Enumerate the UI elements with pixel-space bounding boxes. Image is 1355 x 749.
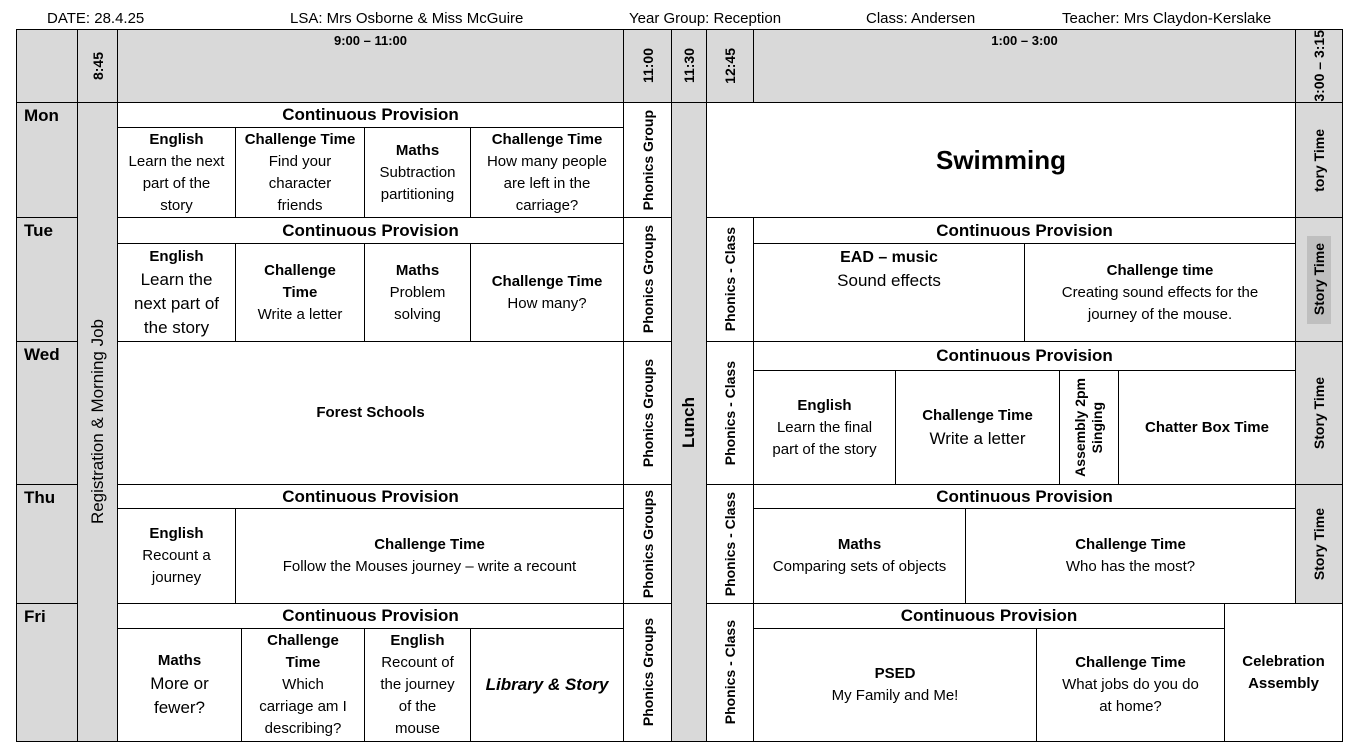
time-morning: 9:00 – 11:00 (117, 29, 624, 103)
day-thu: Thu (16, 484, 78, 604)
wed-english: English Learn the final part of the stor… (753, 370, 896, 485)
fri-challenge-1: Challenge Time Which carriage am I descr… (241, 628, 365, 742)
wed-phonics-groups: Phonics Groups (623, 341, 672, 485)
header-date: DATE: 28.4.25 (47, 10, 145, 27)
fri-phonics-class: Phonics - Class (706, 603, 754, 742)
time-1245: 12:45 (706, 29, 754, 103)
time-1100: 11:00 (623, 29, 672, 103)
mon-story-time: tory Time (1295, 102, 1343, 218)
thu-challenge-2: Challenge Time Who has the most? (965, 508, 1296, 604)
mon-maths: Maths Subtraction partitioning (364, 127, 471, 218)
thu-challenge-1: Challenge Time Follow the Mouses journey… (235, 508, 624, 604)
tue-phonics-groups: Phonics Groups (623, 217, 672, 342)
day-mon: Mon (16, 102, 78, 218)
time-1130: 11:30 (671, 29, 707, 103)
mon-challenge-1: Challenge Time Find your character frien… (235, 127, 365, 218)
wed-phonics-class: Phonics - Class (706, 341, 754, 485)
tue-continuous-provision-pm: Continuous Provision (753, 217, 1296, 244)
tue-english: English Learn the next part of the story (117, 243, 236, 342)
wed-forest-schools: Forest Schools (117, 341, 624, 485)
wed-story-time: Story Time (1295, 341, 1343, 485)
tue-story-time: Story Time (1295, 217, 1343, 342)
tue-challenge-2: Challenge Time How many? (470, 243, 624, 342)
mon-continuous-provision: Continuous Provision (117, 102, 624, 128)
thu-english: English Recount a journey (117, 508, 236, 604)
time-afternoon: 1:00 – 3:00 (753, 29, 1296, 103)
thu-phonics-class: Phonics - Class (706, 484, 754, 604)
fri-continuous-provision-am: Continuous Provision (117, 603, 624, 629)
fri-psed: PSED My Family and Me! (753, 628, 1037, 742)
time-300: 3:00 – 3:15 (1295, 29, 1343, 103)
thu-continuous-provision-pm: Continuous Provision (753, 484, 1296, 509)
tue-phonics-class: Phonics - Class (706, 217, 754, 342)
tue-maths: Maths Problem solving (364, 243, 471, 342)
day-fri: Fri (16, 603, 78, 742)
lunch-cell: Lunch (671, 102, 707, 742)
thu-maths: Maths Comparing sets of objects (753, 508, 966, 604)
wed-challenge: Challenge Time Write a letter (895, 370, 1060, 485)
mon-english: English Learn the next part of the story (117, 127, 236, 218)
fri-celebration-assembly: Celebration Assembly (1224, 603, 1343, 742)
tue-challenge-3: Challenge time Creating sound effects fo… (1024, 243, 1296, 342)
fri-phonics-groups: Phonics Groups (623, 603, 672, 742)
time-845: 8:45 (77, 29, 118, 103)
header-lsa: LSA: Mrs Osborne & Miss McGuire (290, 10, 524, 27)
wed-continuous-provision: Continuous Provision (753, 341, 1296, 371)
thu-story-time: Story Time (1295, 484, 1343, 604)
thu-phonics-groups: Phonics Groups (623, 484, 672, 604)
registration-cell: Registration & Morning Job (77, 102, 118, 742)
wed-singing-assembly: Assembly 2pm Singing (1059, 370, 1119, 485)
header-year-group: Year Group: Reception (629, 10, 782, 27)
fri-maths: Maths More or fewer? (117, 628, 242, 742)
fri-library-story: Library & Story (470, 628, 624, 742)
fri-continuous-provision-pm: Continuous Provision (753, 603, 1225, 629)
corner-cell (16, 29, 78, 103)
mon-challenge-2: Challenge Time How many people are left … (470, 127, 624, 218)
day-tue: Tue (16, 217, 78, 342)
day-wed: Wed (16, 341, 78, 485)
mon-swimming: Swimming (706, 102, 1296, 218)
tue-continuous-provision-am: Continuous Provision (117, 217, 624, 244)
mon-phonics-group: Phonics Group (623, 102, 672, 218)
fri-english: English Recount of the journey of the mo… (364, 628, 471, 742)
wed-chatter-box: Chatter Box Time (1118, 370, 1296, 485)
thu-continuous-provision-am: Continuous Provision (117, 484, 624, 509)
header-teacher: Teacher: Mrs Claydon-Kerslake (1062, 10, 1272, 27)
fri-challenge-2: Challenge Time What jobs do you do at ho… (1036, 628, 1225, 742)
header-class: Class: Andersen (866, 10, 976, 27)
tue-ead-music: EAD – music Sound effects (753, 243, 1025, 342)
tue-challenge-1: Challenge Time Write a letter (235, 243, 365, 342)
